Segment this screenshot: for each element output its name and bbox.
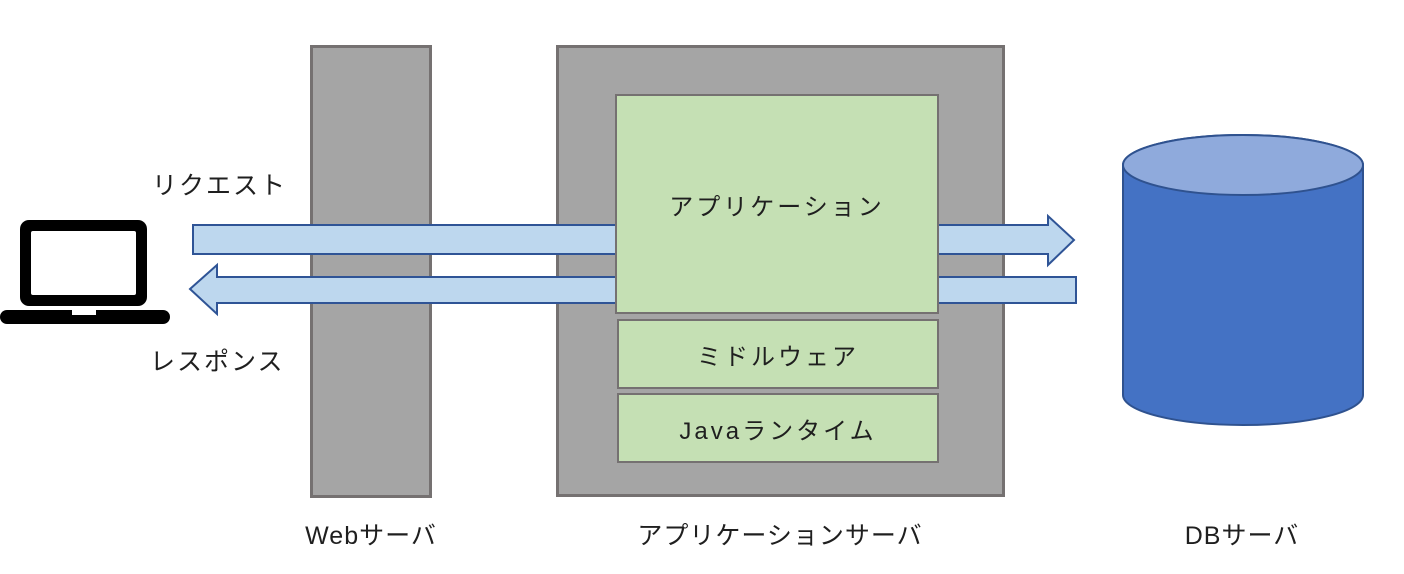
web-server-box <box>310 45 432 498</box>
middleware-layer-box: ミドルウェア <box>617 319 939 389</box>
response-label: レスポンス <box>150 348 285 376</box>
web-server-label: Webサーバ <box>305 522 437 550</box>
application-layer-box: アプリケーション <box>615 94 939 314</box>
db-server-label: DBサーバ <box>1184 522 1300 550</box>
application-layer-label: アプリケーション <box>669 193 885 221</box>
laptop-icon <box>0 220 170 324</box>
middleware-layer-label: ミドルウェア <box>697 343 859 371</box>
database-cylinder-icon <box>1122 134 1364 426</box>
java-runtime-layer-box: Javaランタイム <box>617 393 939 463</box>
request-label: リクエスト <box>152 172 288 200</box>
app-server-label: アプリケーションサーバ <box>637 522 923 550</box>
java-runtime-layer-label: Javaランタイム <box>679 417 877 445</box>
